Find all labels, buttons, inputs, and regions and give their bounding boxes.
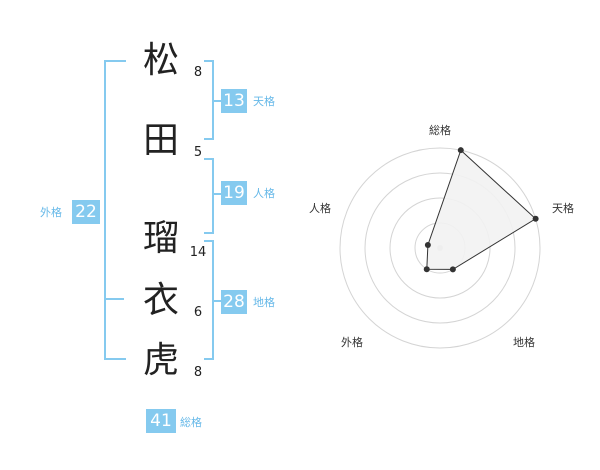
jinkaku-bracket	[204, 158, 214, 234]
radar-point-1	[532, 215, 539, 222]
chikaku-value: 28	[221, 290, 247, 314]
name-char-3: 瑠	[142, 218, 179, 259]
radar-point-3	[423, 266, 430, 273]
stroke-count-1: 8	[193, 65, 203, 80]
gaikaku-value: 22	[72, 200, 100, 224]
gaikaku-label: 外格	[40, 206, 62, 219]
tenkaku-tick	[212, 100, 221, 102]
gaikaku-mid-tick	[104, 298, 124, 300]
name-char-4: 衣	[142, 280, 179, 321]
radar-ring-2	[389, 197, 491, 299]
stroke-count-4: 6	[193, 305, 203, 320]
radar-point-2	[449, 266, 456, 273]
jinkaku-value: 19	[221, 181, 247, 205]
name-char-1: 松	[142, 40, 179, 81]
radar-point-0	[457, 147, 464, 154]
radar-ring-3	[364, 172, 516, 324]
radar-grid	[339, 147, 541, 349]
radar-axis-label-1: 天格	[552, 201, 574, 215]
radar-ring-4	[339, 147, 541, 349]
soukaku-value: 41	[146, 409, 176, 433]
chikaku-label: 地格	[253, 296, 275, 309]
radar-axis-label-0: 総格	[429, 123, 451, 137]
soukaku-label: 総格	[180, 416, 202, 429]
chikaku-tick	[212, 300, 221, 302]
radar-polygon	[426, 149, 537, 270]
tenkaku-label: 天格	[253, 95, 275, 108]
radar-axis-label-4: 人格	[309, 201, 331, 215]
stroke-count-3: 14	[189, 245, 207, 260]
stroke-count-2: 5	[193, 145, 203, 160]
jinkaku-label: 人格	[253, 187, 275, 200]
stroke-count-5: 8	[193, 365, 203, 380]
radar-points	[423, 147, 539, 273]
radar-point-4	[424, 241, 431, 248]
radar-axis-label-2: 地格	[513, 335, 535, 349]
tenkaku-value: 13	[221, 89, 247, 113]
gaikaku-bracket	[104, 60, 126, 360]
jinkaku-tick	[212, 193, 221, 195]
name-char-2: 田	[142, 120, 179, 161]
radar-axis-label-3: 外格	[341, 335, 363, 349]
name-char-5: 虎	[142, 340, 179, 381]
